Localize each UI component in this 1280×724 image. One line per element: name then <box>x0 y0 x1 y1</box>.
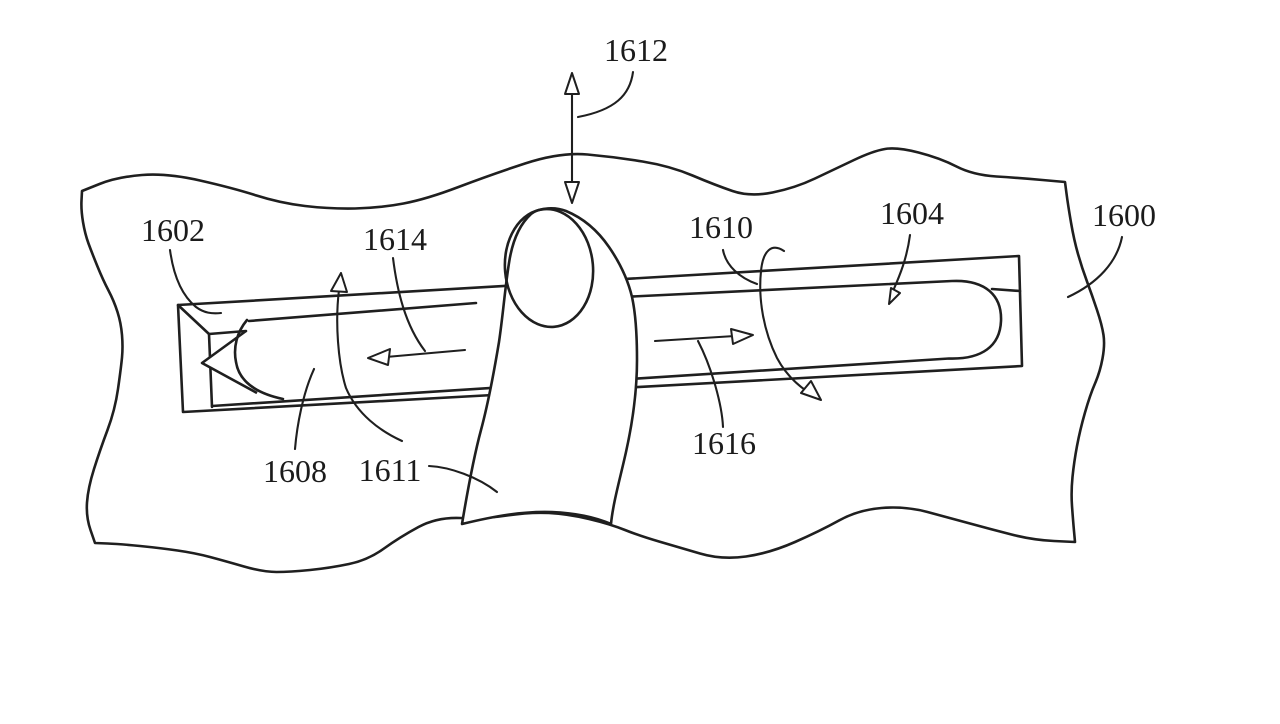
recess-left-wall <box>207 332 214 409</box>
stylus-front-face-arc <box>233 318 285 401</box>
finger-outline <box>460 207 639 526</box>
leader-1608 <box>293 367 316 451</box>
slide-right-arrowhead <box>730 328 754 345</box>
motion-arrows <box>330 72 822 443</box>
recess-right-end-edge <box>990 287 1022 293</box>
reference-labels: 1612 1602 1614 1610 1604 1600 1608 1611 … <box>141 32 1156 489</box>
recess-left-bevel <box>176 303 211 336</box>
label-1600: 1600 <box>1092 197 1156 233</box>
leader-1604 <box>891 233 912 293</box>
press-lift-arrowhead-down <box>564 181 580 204</box>
leader-1611 <box>427 464 499 494</box>
rotate-arrow-left-head <box>330 272 348 293</box>
press-lift-arrowhead-up <box>564 72 580 95</box>
slide-left-arrowhead <box>367 348 391 366</box>
finger <box>460 207 639 526</box>
recess <box>176 254 1024 414</box>
slide-right-arrow-shaft <box>653 334 737 343</box>
label-1614: 1614 <box>363 221 427 257</box>
label-1611: 1611 <box>359 452 422 488</box>
label-1608: 1608 <box>263 453 327 489</box>
rotate-arrow-right-head <box>800 380 822 401</box>
rotate-arrow-right-arc <box>759 246 810 394</box>
leader-1612 <box>576 70 635 119</box>
label-1616: 1616 <box>692 425 756 461</box>
rotate-arrow-left-arc <box>336 288 404 443</box>
leader-1614 <box>391 256 427 353</box>
recess-outer-rim <box>176 254 1024 414</box>
leader-1604-arrowhead <box>888 287 901 305</box>
stylus <box>200 301 478 401</box>
label-1610: 1610 <box>689 209 753 245</box>
leader-1616 <box>696 339 725 429</box>
leader-1600 <box>1066 235 1124 299</box>
label-1612: 1612 <box>604 32 668 68</box>
leader-1610 <box>721 248 759 286</box>
fingernail <box>503 207 595 329</box>
slide-left-arrow-shaft <box>384 348 467 359</box>
recess-inner-rim <box>210 279 1003 408</box>
leader-lines <box>168 70 1124 494</box>
leader-1602 <box>168 248 223 315</box>
label-1602: 1602 <box>141 212 205 248</box>
stylus-barrel-top-edge <box>247 301 478 323</box>
label-1604: 1604 <box>880 195 944 231</box>
